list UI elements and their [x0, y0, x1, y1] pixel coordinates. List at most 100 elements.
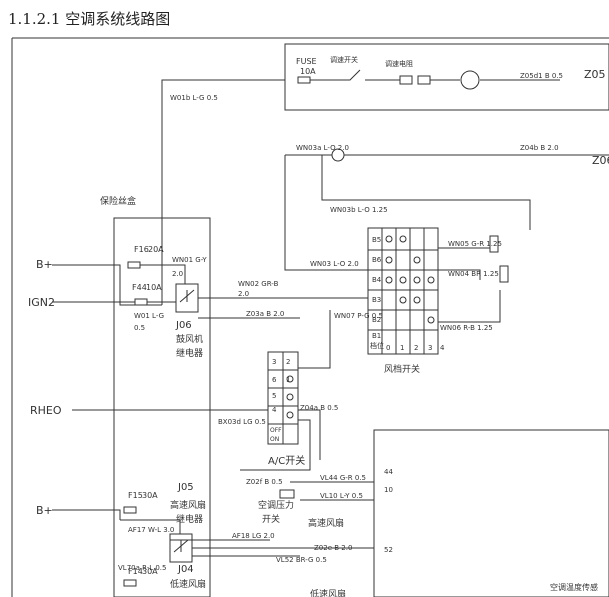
wire-label-wn03a: WN03a L-O 2.0	[296, 144, 349, 152]
switch-dot	[399, 276, 407, 284]
ac-col-2: 2	[286, 358, 290, 366]
wire-label-wn03b: WN03b L-O 1.25	[330, 206, 388, 214]
wire-label-wn01: WN01 G-Y	[172, 256, 207, 264]
rheo-label: RHEO	[30, 404, 62, 417]
wire-label-w01b: W01b L-G 0.5	[170, 94, 218, 102]
ac-on-label: ON	[270, 436, 279, 443]
wire-af17	[120, 519, 181, 534]
switch-pos-2: 2	[414, 344, 418, 352]
speed-resistor-label: 调速电阻	[385, 59, 413, 68]
fan-switch-label: 风档开关	[384, 363, 420, 375]
wire-label-vl70a: VL70a R-L 0.5	[118, 564, 166, 572]
fuse-box-label: 保险丝盒	[100, 195, 136, 207]
outer-frame	[11, 37, 609, 597]
switch-col-b4: B4	[372, 276, 382, 284]
wire-label-w01: W01 L-G	[134, 312, 164, 320]
f14-fuse	[123, 579, 137, 587]
z06-label: Z06	[592, 154, 609, 167]
f16-name: F16	[134, 245, 149, 254]
f14-rating: 30A	[142, 567, 158, 576]
switch-dot	[427, 316, 435, 324]
switch-dot	[385, 235, 393, 243]
wire-wn07	[298, 310, 331, 369]
wire-label-vl52: VL52 BR-G 0.5	[276, 556, 327, 564]
wire-label-wn01-size: 2.0	[172, 270, 183, 278]
pressure-switch-contact	[279, 489, 295, 499]
b-plus-label-2: B+	[36, 504, 53, 517]
wire-label-z03a: Z03a B 2.0	[246, 310, 284, 318]
wire-label-wn03: WN03 L-O 2.0	[310, 260, 359, 268]
wire-label-z02f: Z02f B 0.5	[246, 478, 283, 486]
ac-switch-label: A/C开关	[268, 454, 305, 467]
switch-row-label: 档位	[370, 341, 384, 350]
wire-label-vl44: VL44 G-R 0.5	[320, 474, 366, 482]
wire-label-z02e: Z02e B 2.0	[314, 544, 352, 552]
wire-wn03b	[321, 155, 531, 230]
ac-col-4: 4	[272, 406, 277, 414]
low-fan-label: 低速风扇	[310, 588, 346, 597]
f14-name: F14	[128, 567, 143, 576]
wire-z04a	[298, 409, 321, 460]
ign2-label: IGN2	[28, 296, 55, 309]
switch-dot	[399, 296, 407, 304]
switch-dot	[385, 276, 393, 284]
wire-wn01	[140, 264, 186, 284]
j06-id: J06	[175, 320, 192, 331]
f16-fuse	[127, 261, 141, 269]
f16-rating: 20A	[148, 245, 164, 254]
j05-id: J05	[177, 482, 194, 493]
ac-dot	[286, 393, 294, 401]
top-motor	[460, 70, 480, 90]
switch-col-b6: B6	[372, 256, 382, 264]
z05-label: Z05	[584, 68, 606, 81]
f15-fuse	[123, 506, 137, 514]
ac-dot	[286, 411, 294, 419]
f15-rating: 30A	[142, 491, 158, 500]
fan-switch-box	[367, 227, 439, 355]
wire-label-wn02-size: 2.0	[238, 290, 249, 298]
switch-pos-0: 0	[386, 344, 390, 352]
j05-name2: 继电器	[176, 513, 203, 525]
top-module-box	[284, 43, 609, 111]
page-title: 1.1.2.1 空调系统线路图	[8, 10, 171, 28]
wire-label-wn05: WN05 G-R 1.25	[448, 240, 502, 248]
wire-wn03	[284, 155, 368, 271]
resistor-wn04	[499, 265, 509, 283]
switch-dot	[413, 256, 421, 264]
wire-label-w01-size: 0.5	[134, 324, 145, 332]
wire-label-af18: AF18 LG 2.0	[232, 532, 275, 540]
speed-switch-label: 调速开关	[330, 55, 358, 64]
ac-col-1: 1	[286, 376, 290, 384]
f44-fuse	[134, 298, 148, 306]
ac-col-3: 3	[272, 358, 276, 366]
wire-wn06	[438, 290, 501, 323]
switch-col-b5: B5	[372, 236, 381, 244]
wn03a-motor	[331, 148, 345, 162]
wire-label-wn02: WN02 GR-B	[238, 280, 279, 288]
top-fuse-rating: 10A	[300, 67, 316, 76]
j06-name2: 继电器	[176, 347, 203, 359]
j04-id: J04	[177, 564, 194, 575]
top-fuse	[297, 76, 311, 84]
controller-box	[373, 429, 609, 597]
high-fan-label: 高速风扇	[308, 517, 344, 529]
resistor-wn05	[489, 235, 499, 253]
wire-b-plus-2	[52, 509, 121, 520]
temp-sensor-label: 空调温度传感	[550, 582, 598, 592]
ac-col-6: 6	[272, 376, 277, 384]
j06-name1: 鼓风机	[176, 333, 203, 345]
wire-label-z04b: Z04b B 2.0	[520, 144, 559, 152]
pin-52: 52	[384, 546, 393, 554]
j04-name1: 低速风扇	[170, 578, 206, 590]
wire-label-z04a: Z04a B 0.5	[300, 404, 338, 412]
f44-rating: 10A	[146, 283, 162, 292]
j05-name1: 高速风扇	[170, 499, 206, 511]
switch-pos-3: 3	[428, 344, 432, 352]
pin-10: 10	[384, 486, 393, 494]
pin-44: 44	[384, 468, 393, 476]
switch-pos-1: 1	[400, 344, 404, 352]
ac-col-5: 5	[272, 392, 276, 400]
wire-ac-out	[240, 419, 311, 471]
wire-label-bx03d: BX03d LG 0.5	[218, 418, 266, 426]
